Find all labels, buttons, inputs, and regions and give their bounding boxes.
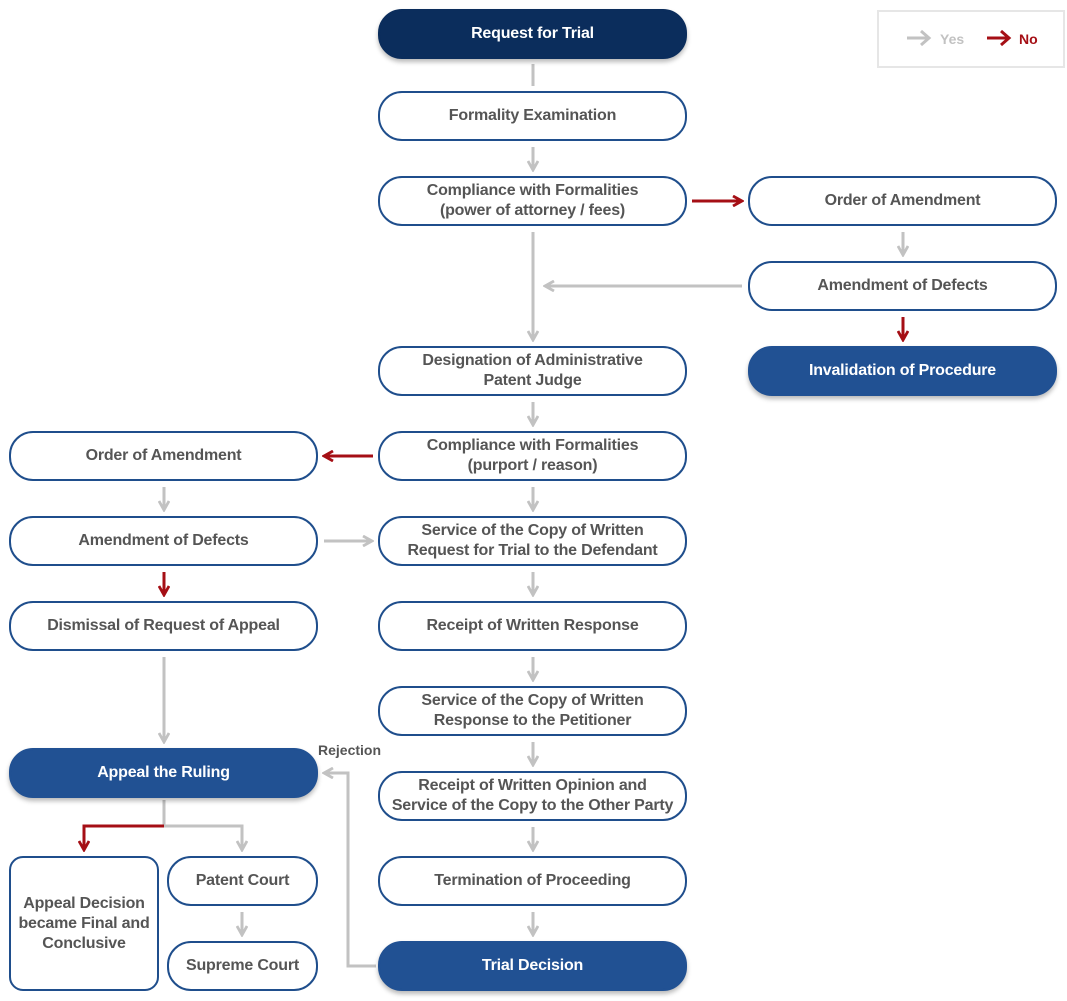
node-request-for-trial: Request for Trial xyxy=(378,9,687,59)
edge-appeal-to-final xyxy=(84,824,164,850)
node-amendment-defects-right: Amendment of Defects xyxy=(748,261,1057,311)
yes-arrow-icon xyxy=(907,29,932,47)
legend-yes-label: Yes xyxy=(940,31,965,47)
node-amendment-defects-left: Amendment of Defects xyxy=(9,516,318,566)
node-compliance-formalities-fees: Compliance with Formalities(power of att… xyxy=(378,176,687,226)
edge-decision-rejection xyxy=(324,773,376,968)
rejection-label: Rejection xyxy=(318,742,382,758)
node-order-amendment-right: Order of Amendment xyxy=(748,176,1057,226)
edge-appeal-to-patent-court xyxy=(162,800,242,850)
legend-no-label: No xyxy=(1019,31,1038,47)
node-dismissal-request-appeal: Dismissal of Request of Appeal xyxy=(9,601,318,651)
node-patent-court: Patent Court xyxy=(167,856,318,906)
node-order-amendment-left: Order of Amendment xyxy=(9,431,318,481)
node-supreme-court: Supreme Court xyxy=(167,941,318,991)
legend: Yes No xyxy=(877,10,1065,68)
node-compliance-formalities-purport: Compliance with Formalities(purport / re… xyxy=(378,431,687,481)
node-trial-decision: Trial Decision xyxy=(378,941,687,991)
node-invalidation-procedure: Invalidation of Procedure xyxy=(748,346,1057,396)
node-appeal-ruling: Appeal the Ruling xyxy=(9,748,318,798)
no-arrow-icon xyxy=(987,29,1012,47)
node-receipt-written-response: Receipt of Written Response xyxy=(378,601,687,651)
node-formality-examination: Formality Examination xyxy=(378,91,687,141)
node-termination-proceeding: Termination of Proceeding xyxy=(378,856,687,906)
